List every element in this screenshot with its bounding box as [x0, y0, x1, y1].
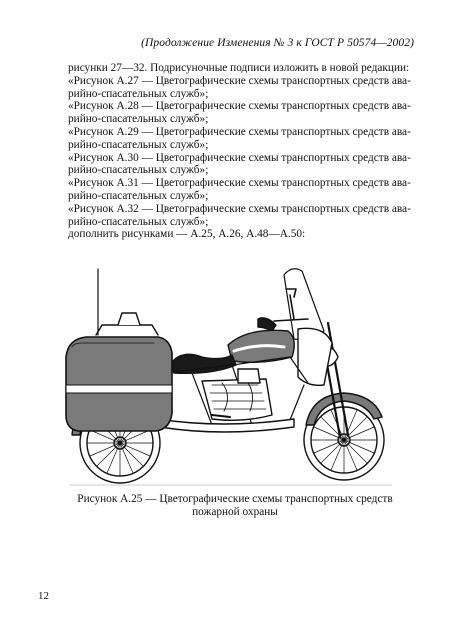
body-line: «Рисунок А.32 — Цветографические схемы т… [68, 202, 411, 215]
body-line: рийно-спасательных служб»; [68, 113, 209, 126]
body-text: рисунки 27—32. Подрисуночные подписи изл… [68, 62, 414, 241]
figure-caption: Рисунок А.25 — Цветографические схемы тр… [40, 493, 430, 519]
body-line: рийно-спасательных служб»; [68, 87, 209, 100]
page-number: 12 [38, 590, 49, 602]
body-line: «Рисунок А.27 — Цветографические схемы т… [68, 74, 411, 87]
body-line: рийно-спасательных служб»; [68, 189, 209, 202]
page-header: (Продолжение Изменения № 3 к ГОСТ Р 5057… [141, 37, 414, 49]
body-line: рийно-спасательных служб»; [68, 138, 209, 151]
body-line: дополнить рисунками — А.25, А.26, А.48—А… [68, 228, 306, 241]
body-line: «Рисунок А.29 — Цветографические схемы т… [68, 125, 411, 138]
motorcycle-illustration [62, 265, 402, 487]
caption-line-2: пожарной охраны [192, 506, 278, 518]
body-line: рийно-спасательных служб»; [68, 215, 209, 228]
body-line: рийно-спасательных служб»; [68, 164, 209, 177]
body-line: «Рисунок А.28 — Цветографические схемы т… [68, 100, 411, 113]
body-line: «Рисунок А.31 — Цветографические схемы т… [68, 177, 411, 190]
body-line: рисунки 27—32. Подрисуночные подписи изл… [68, 62, 410, 74]
caption-line-1: Рисунок А.25 — Цветографические схемы тр… [77, 493, 393, 505]
body-line: «Рисунок А.30 — Цветографические схемы т… [68, 151, 411, 164]
